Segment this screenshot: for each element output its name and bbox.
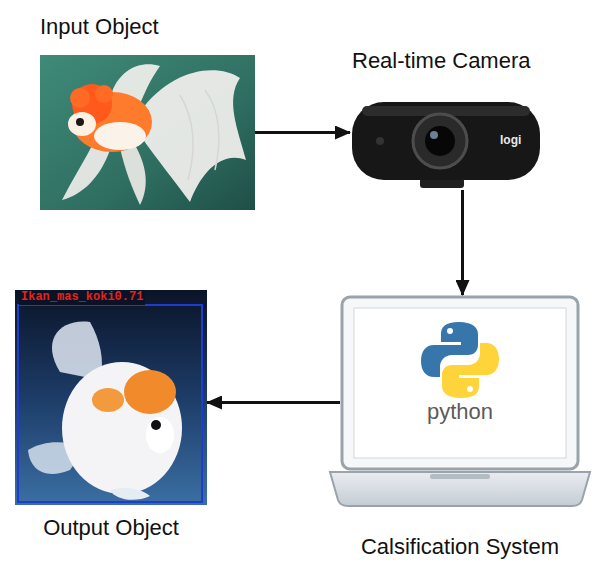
camera-lens: [425, 126, 455, 156]
fin-ray: [180, 95, 193, 180]
laptop-screen: [354, 308, 566, 458]
output-photo: [15, 290, 207, 505]
flow-arrow: [255, 131, 350, 134]
goldfish-photo: [40, 55, 255, 210]
fish-eye: [151, 420, 161, 430]
python-logo-eye: [467, 386, 473, 392]
fish-face: [146, 417, 174, 453]
class-score-tag: Ikan_mas_koki0.71: [19, 291, 145, 305]
fish-face: [68, 112, 96, 136]
flow-arrow: [461, 190, 464, 295]
detection-box: Ikan_mas_koki0.71: [17, 304, 203, 503]
fin-ray: [205, 90, 219, 170]
webcam: [352, 102, 540, 188]
laptop-base: [330, 472, 590, 506]
camera-mic: [376, 137, 384, 145]
anal-fin: [120, 145, 146, 205]
fish-belly: [94, 122, 146, 150]
fish-head-cap: [95, 85, 113, 103]
camera-box: Real-time Camera: [350, 95, 575, 190]
fish-fin: [110, 488, 150, 500]
camera-body: [352, 102, 540, 180]
lens-glint: [430, 131, 438, 139]
image-caption: Calsification System: [361, 534, 559, 559]
logo-text: python: [427, 399, 493, 424]
brand-mark: logi: [500, 133, 521, 147]
fish-body: [62, 362, 182, 494]
image-caption: Input Object: [40, 14, 159, 39]
laptop-box: pythonCalsification System: [340, 295, 580, 510]
tail-fin: [140, 70, 246, 202]
photo-background: [15, 290, 207, 505]
laptop-lid: [342, 297, 578, 469]
python-logo-eye: [447, 328, 453, 334]
camera-lens-ring: [413, 114, 467, 168]
input-photo-box: Input Object: [40, 55, 255, 210]
flow-arrow: [207, 401, 340, 404]
image-caption: Real-time Camera: [352, 48, 531, 73]
fish-patch: [92, 388, 124, 412]
photo-background: [40, 55, 255, 210]
fish-eye: [76, 118, 84, 126]
laptop-notch: [430, 474, 490, 479]
image-caption: Output Object: [43, 515, 179, 540]
laptop: [330, 297, 590, 506]
python-logo-yellow: [442, 343, 499, 398]
fish-head-cap: [124, 370, 176, 414]
fish-head-cap: [70, 88, 90, 108]
output-photo-box: Ikan_mas_koki0.71Output Object: [15, 290, 207, 505]
